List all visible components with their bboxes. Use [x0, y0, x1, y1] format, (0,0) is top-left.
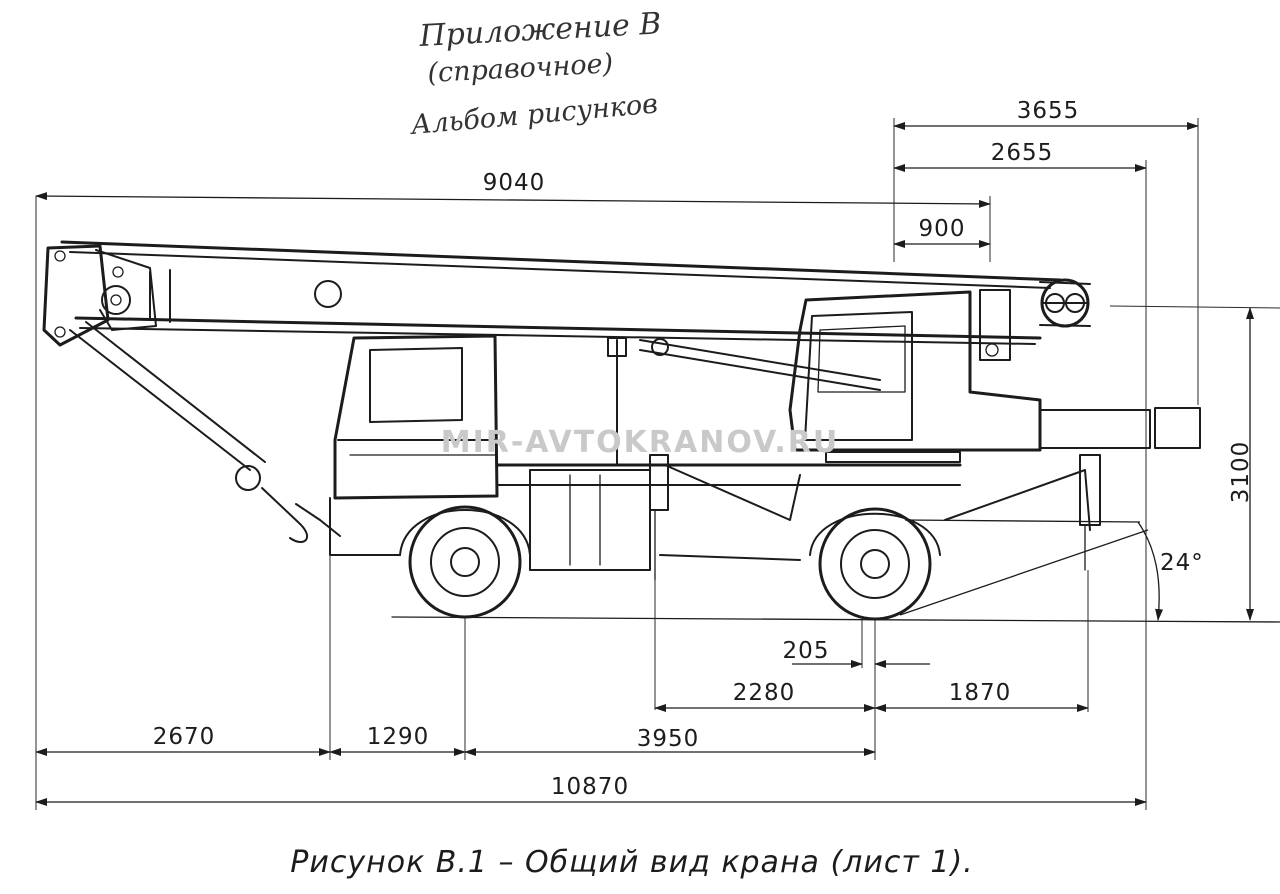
rear-wheel	[818, 507, 932, 621]
extension-lines	[35, 118, 1280, 810]
watermark: MIR-AVTOKRANOV.RU	[441, 425, 840, 460]
crane-boom	[42, 240, 1091, 543]
dim-2655: 2655	[991, 140, 1054, 166]
dim-9040: 9040	[483, 170, 546, 196]
dim-900: 900	[919, 216, 966, 242]
dim-10870: 10870	[551, 774, 629, 800]
dim-1870: 1870	[949, 680, 1012, 706]
operator-cabin	[639, 289, 1201, 463]
dim-2670: 2670	[153, 724, 216, 750]
dim-3950: 3950	[637, 726, 700, 752]
dimension-labels: 3655 2655 900 9040 3100 24° 205 2280 187…	[153, 98, 1254, 800]
ground-line	[391, 616, 1280, 623]
appendix-header: Приложение В (справочное) Альбом рисунко…	[408, 6, 662, 141]
dim-1290: 1290	[367, 724, 430, 750]
figure-caption: Рисунок В.1 – Общий вид крана (лист 1).	[290, 845, 973, 880]
dim-3100: 3100	[1228, 441, 1254, 504]
appendix-title: Приложение В	[418, 6, 663, 54]
dim-2280: 2280	[733, 680, 796, 706]
truck-chassis	[329, 334, 1101, 581]
appendix-subtitle: (справочное)	[427, 48, 614, 89]
dim-3655: 3655	[1017, 98, 1080, 124]
dim-205: 205	[783, 638, 830, 664]
dimension-lines	[35, 122, 1254, 806]
dim-angle-24: 24°	[1160, 550, 1204, 576]
front-wheel	[408, 505, 522, 619]
album-title: Альбом рисунков	[408, 89, 659, 142]
